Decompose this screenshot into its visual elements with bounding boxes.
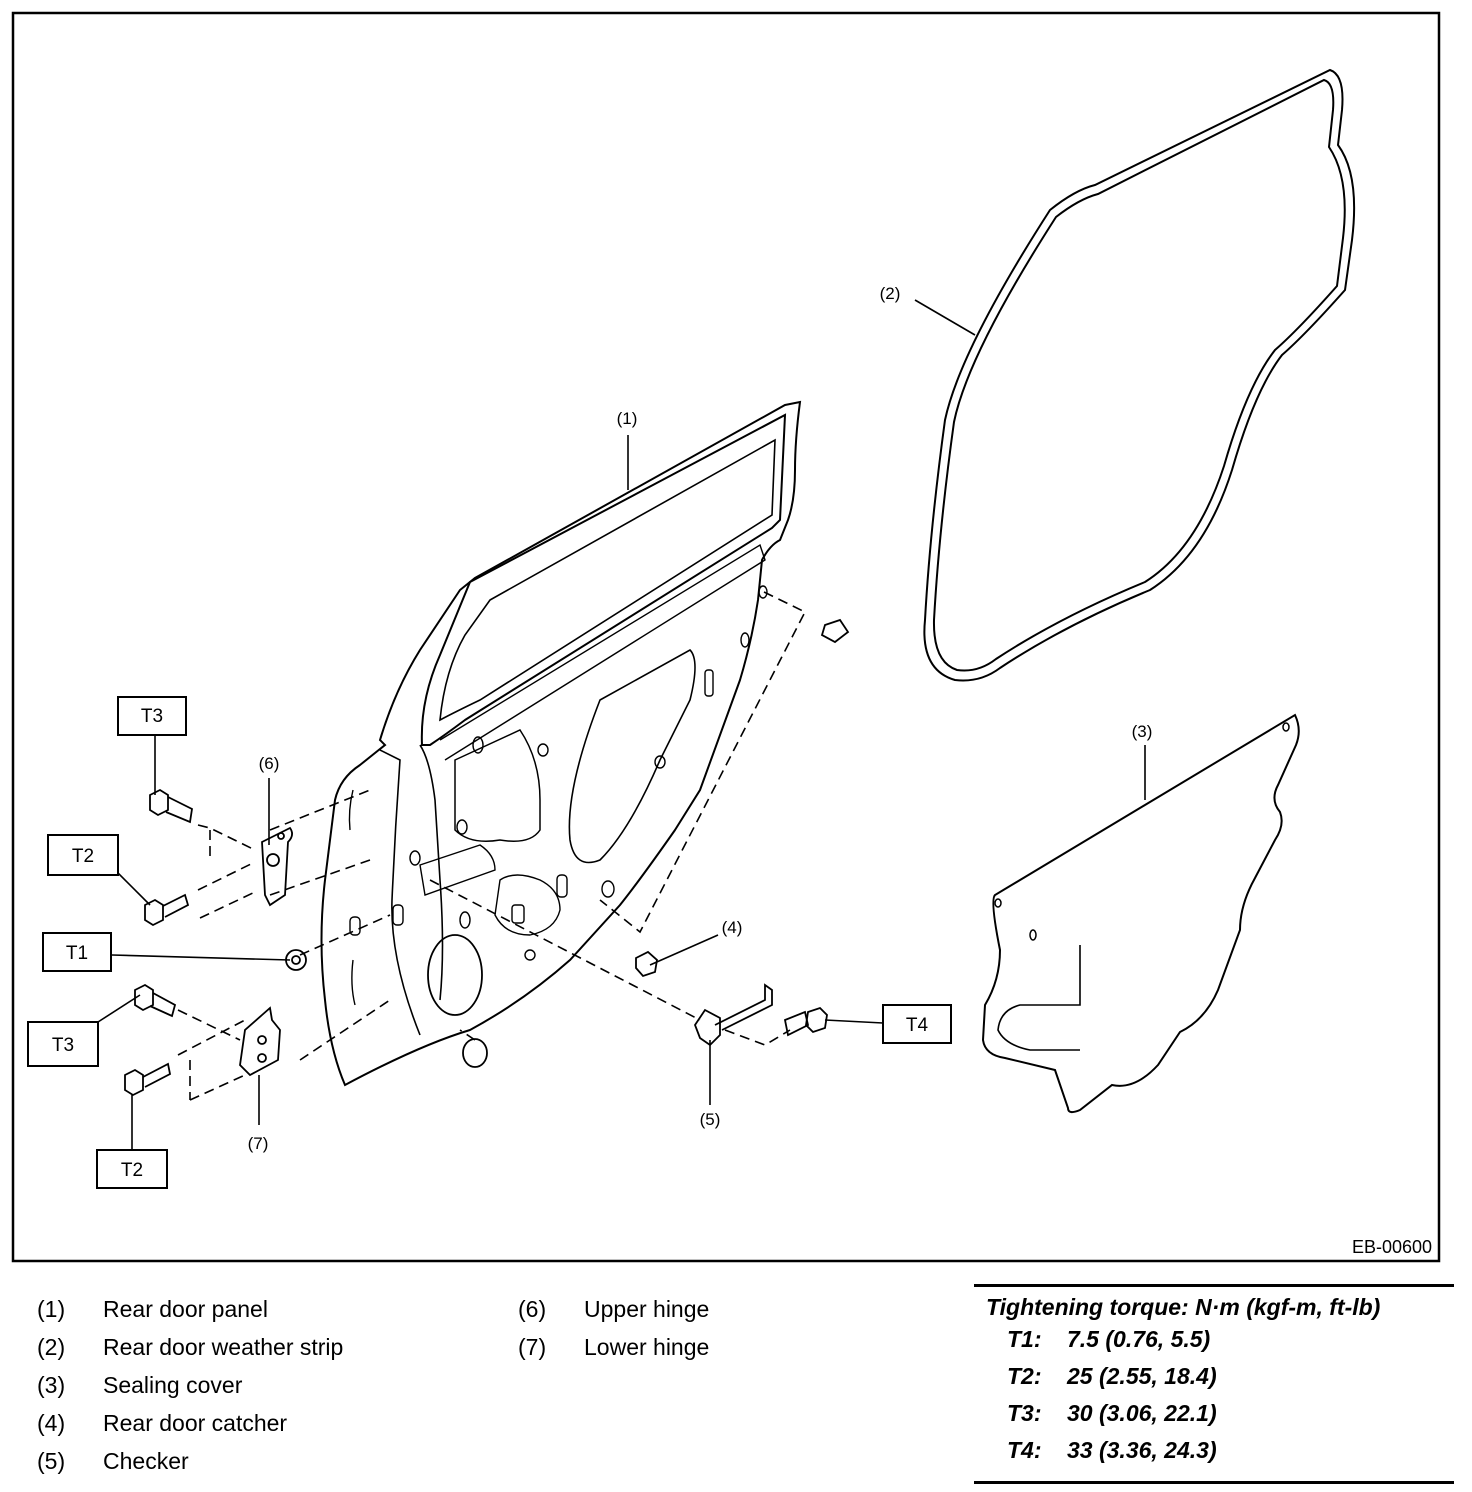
legend-text: Rear door catcher [103, 1410, 288, 1436]
torque-row: T1: 7.5 (0.76, 5.5) [1007, 1321, 1454, 1358]
rear-door-weather-strip [923, 68, 1356, 682]
legend-item: (6) Upper hinge [518, 1290, 709, 1328]
torque-key: T1: [1007, 1326, 1042, 1352]
bolt-upper-t2 [144, 893, 190, 927]
torque-value: 33 (3.36, 24.3) [1067, 1437, 1217, 1463]
legend-num: (7) [518, 1334, 547, 1360]
upper-hinge [261, 826, 293, 907]
bolt-lower-t3 [134, 983, 177, 1018]
assembly-lines [177, 591, 807, 1101]
sealing-cover [981, 713, 1300, 1114]
callout-4: (4) [722, 918, 743, 937]
legend-text: Lower hinge [584, 1334, 710, 1360]
torque-value: 7.5 (0.76, 5.5) [1067, 1326, 1211, 1352]
legend-text: Checker [103, 1448, 189, 1474]
legend-item: (5) Checker [37, 1442, 343, 1480]
legend-item: (7) Lower hinge [518, 1328, 709, 1366]
parts-legend-right: (6) Upper hinge (7) Lower hinge [518, 1290, 709, 1366]
torque-row: T3: 30 (3.06, 22.1) [1007, 1395, 1454, 1432]
torque-box-t2-upper: T2 [72, 846, 94, 867]
checker [693, 983, 773, 1047]
exploded-diagram: T3 T2 T1 T3 T2 T4 (1) (2) (3) (4) (5) (6… [11, 11, 1441, 1263]
bumper-plug [462, 618, 850, 1068]
bolt-t4 [783, 1006, 828, 1037]
callout-6: (6) [259, 754, 280, 773]
bolt-lower-t2 [124, 1062, 172, 1097]
torque-row: T4: 33 (3.36, 24.3) [1007, 1432, 1454, 1469]
torque-box-t3-upper: T3 [141, 706, 163, 727]
torque-value: 25 (2.55, 18.4) [1067, 1363, 1217, 1389]
legend-text: Upper hinge [584, 1296, 710, 1322]
legend-text: Rear door panel [103, 1296, 268, 1322]
torque-box-t2-lower: T2 [121, 1160, 143, 1181]
legend-item: (2) Rear door weather strip [37, 1328, 343, 1366]
torque-box-t4: T4 [906, 1015, 929, 1036]
lower-hinge [239, 1006, 281, 1077]
legend-item: (1) Rear door panel [37, 1290, 343, 1328]
figure-id: EB-00600 [1352, 1237, 1432, 1257]
callout-2: (2) [880, 284, 901, 303]
diagram-frame [11, 11, 1441, 1263]
legend-num: (4) [37, 1410, 66, 1436]
legend-item: (3) Sealing cover [37, 1366, 343, 1404]
parts-legend-left: (1) Rear door panel (2) Rear door weather … [37, 1290, 343, 1480]
rear-door-panel [320, 400, 802, 1087]
torque-key: T2: [1007, 1363, 1042, 1389]
callout-7: (7) [248, 1134, 269, 1153]
callout-5: (5) [700, 1110, 721, 1129]
callout-3: (3) [1132, 722, 1153, 741]
bolt-upper-t3 [149, 788, 193, 824]
legend-text: Rear door weather strip [103, 1334, 344, 1360]
rear-door-catcher [635, 950, 658, 978]
legend-item: (4) Rear door catcher [37, 1404, 343, 1442]
torque-title: Tightening torque: N·m (kgf-m, ft-lb) [986, 1294, 1381, 1320]
torque-boxes [27, 696, 952, 1189]
torque-row: T2: 25 (2.55, 18.4) [1007, 1358, 1454, 1395]
torque-key: T4: [1007, 1437, 1042, 1463]
callout-1: (1) [617, 409, 638, 428]
torque-table: Tightening torque: N·m (kgf-m, ft-lb) T1… [974, 1284, 1454, 1484]
torque-key: T3: [1007, 1400, 1042, 1426]
legend-num: (6) [518, 1296, 547, 1322]
torque-box-t3-lower: T3 [52, 1035, 74, 1056]
torque-box-t1: T1 [66, 943, 88, 964]
legend-num: (2) [37, 1334, 66, 1360]
legend-num: (3) [37, 1372, 66, 1398]
legend-num: (1) [37, 1296, 66, 1322]
torque-value: 30 (3.06, 22.1) [1067, 1400, 1217, 1426]
legend-text: Sealing cover [103, 1372, 243, 1398]
legend-num: (5) [37, 1448, 66, 1474]
leader-lines [97, 299, 1146, 1150]
